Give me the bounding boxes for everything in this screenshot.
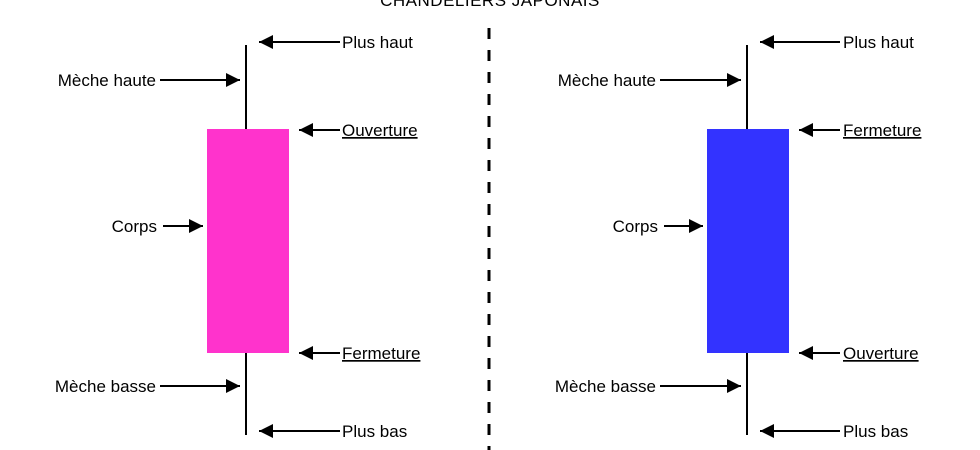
label-upper-wick: Mèche haute xyxy=(558,71,656,90)
diagram-title: CHANDELIERS JAPONAIS xyxy=(380,0,600,10)
label-bottom-of-body: Fermeture xyxy=(342,344,420,363)
candle-body xyxy=(207,129,289,353)
label-body: Corps xyxy=(112,217,157,236)
label-bottom-of-body: Ouverture xyxy=(843,344,919,363)
label-upper-wick: Mèche haute xyxy=(58,71,156,90)
label-top-of-body: Ouverture xyxy=(342,121,418,140)
candle-bullish: Plus haut Mèche haute Ouverture Corps Fe… xyxy=(55,33,421,441)
label-body: Corps xyxy=(613,217,658,236)
label-high: Plus haut xyxy=(843,33,914,52)
label-top-of-body: Fermeture xyxy=(843,121,921,140)
label-lower-wick: Mèche basse xyxy=(55,377,156,396)
label-low: Plus bas xyxy=(342,422,407,441)
label-high: Plus haut xyxy=(342,33,413,52)
label-lower-wick: Mèche basse xyxy=(555,377,656,396)
label-low: Plus bas xyxy=(843,422,908,441)
candle-bearish: Plus haut Mèche haute Fermeture Corps Ou… xyxy=(555,33,922,441)
candle-body xyxy=(707,129,789,353)
